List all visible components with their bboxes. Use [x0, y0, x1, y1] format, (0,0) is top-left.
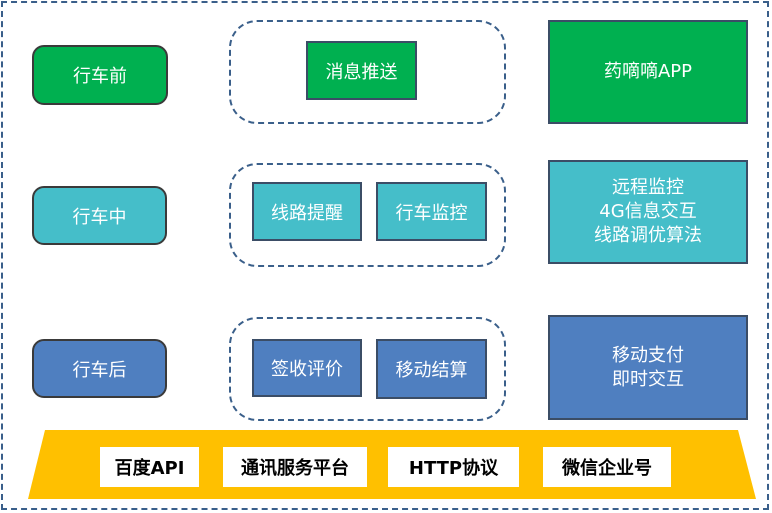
outcome-line: 移动支付 [612, 344, 684, 366]
platform-chip-label: HTTP协议 [408, 458, 499, 479]
platform-chip-comm-platform: 通讯服务平台 [223, 447, 367, 487]
feature-label: 移动结算 [395, 360, 468, 381]
stage-after: 行车后 [32, 339, 167, 398]
stage-before-label: 行车前 [73, 66, 127, 87]
feature-box-sign-rate: 签收评价 [252, 339, 362, 397]
feature-box-message-push: 消息推送 [306, 41, 417, 100]
stage-during: 行车中 [32, 186, 167, 245]
feature-label: 线路提醒 [271, 202, 343, 224]
feature-group-after [229, 317, 506, 421]
platform-chip-baidu-api: 百度API [100, 447, 199, 487]
platform-chip-label: 通讯服务平台 [241, 458, 349, 479]
feature-group-during [229, 163, 506, 267]
stage-during-label: 行车中 [72, 206, 127, 228]
outcome-panel-before: 药嘀嘀APP [548, 20, 748, 124]
feature-label: 签收评价 [271, 359, 343, 380]
outcome-panel-after: 移动支付 即时交互 [548, 315, 748, 420]
feature-label: 行车监控 [395, 202, 468, 224]
stage-before: 行车前 [32, 45, 168, 105]
stage-after-label: 行车后 [72, 359, 127, 381]
feature-box-driving-monitor: 行车监控 [376, 182, 487, 241]
feature-box-route-reminder: 线路提醒 [252, 182, 362, 241]
outcome-line: 即时交互 [612, 368, 684, 390]
outcome-line: 远程监控 [612, 177, 684, 198]
platform-chip-label: 微信企业号 [562, 458, 652, 479]
outcome-line: 线路调优算法 [594, 225, 702, 246]
outcome-line: 4G信息交互 [599, 201, 697, 222]
feature-label: 消息推送 [325, 61, 398, 83]
feature-box-mobile-settlement: 移动结算 [376, 339, 487, 399]
platform-chip-wechat: 微信企业号 [543, 447, 671, 487]
outcome-panel-during: 远程监控 4G信息交互 线路调优算法 [548, 160, 748, 264]
platform-chip-http: HTTP协议 [388, 447, 519, 487]
outcome-line: 药嘀嘀APP [603, 61, 693, 82]
platform-chip-label: 百度API [114, 458, 185, 479]
feature-group-before [229, 20, 506, 124]
